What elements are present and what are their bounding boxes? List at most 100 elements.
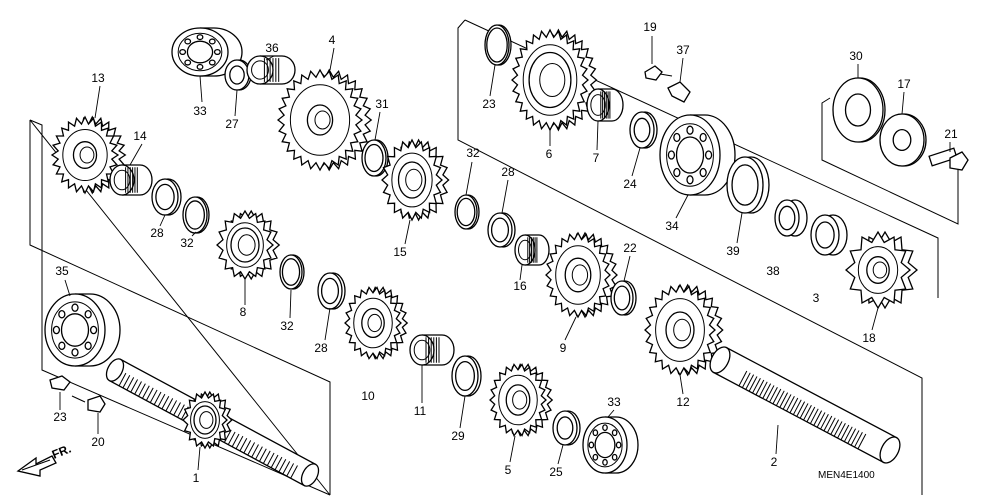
leader-line-33	[199, 75, 203, 103]
leader-line-35	[64, 279, 71, 297]
leader-line-13	[94, 85, 101, 119]
leader-line-37	[679, 57, 684, 83]
callout-33: 33	[193, 104, 207, 118]
callout-34: 34	[665, 219, 679, 233]
bushing-11-part	[409, 334, 455, 366]
callout-7: 7	[593, 151, 600, 165]
gear-10-part	[344, 286, 409, 360]
gear-4-part	[276, 68, 373, 172]
thrust-washer-28c-part	[487, 212, 516, 248]
parts-layer	[44, 24, 969, 487]
gear-15-part	[381, 138, 450, 222]
drive-sprocket-frame	[821, 97, 959, 225]
leader-line-5	[509, 435, 516, 463]
callout-14: 14	[133, 129, 147, 143]
callout-25: 25	[549, 465, 563, 479]
leader-line-14	[129, 143, 143, 166]
leader-line-28	[324, 307, 331, 341]
leader-line-7	[596, 120, 599, 151]
leader-line-16	[519, 264, 523, 281]
leader-line-36	[265, 55, 275, 61]
snap-ring-32a-part	[182, 196, 210, 234]
leader-line-33	[607, 409, 615, 418]
oil-seal-39-part	[726, 156, 770, 214]
bolt-21-part	[928, 147, 969, 171]
mainshaft-group-frame	[29, 119, 331, 496]
callout-32: 32	[466, 146, 480, 160]
group-frames	[29, 19, 959, 496]
leader-line-9	[564, 316, 577, 341]
callout-23: 23	[53, 410, 67, 424]
snap-ring-32b-part	[279, 254, 305, 290]
leader-line-4	[329, 47, 335, 71]
callout-30: 30	[849, 49, 863, 63]
leader-line-18	[871, 307, 879, 331]
thrust-washer-29-part	[451, 355, 482, 397]
snap-ring-23a-part	[484, 24, 512, 66]
snap-ring-32c-part	[454, 194, 480, 230]
countershaft-2-part	[709, 346, 901, 464]
callout-32: 32	[280, 319, 294, 333]
callout-2: 2	[771, 455, 778, 469]
fixing-plate-30-part	[832, 77, 886, 143]
callout-32: 32	[180, 236, 194, 250]
set-plate-37-part	[667, 81, 691, 103]
callout-6: 6	[546, 147, 553, 161]
leader-line-12	[679, 374, 684, 395]
mainshaft-frame-outline	[29, 120, 331, 495]
callout-3: 3	[813, 291, 820, 305]
callout-9: 9	[560, 341, 567, 355]
callout-17: 17	[897, 77, 911, 91]
leader-line-22	[623, 255, 631, 282]
bearing-34-part	[659, 114, 736, 196]
leader-line-1	[197, 446, 201, 471]
thrust-washer-27-part	[224, 59, 252, 91]
leader-line-39	[736, 212, 743, 244]
leader-line-27	[234, 89, 238, 117]
gear-6-part	[511, 28, 598, 132]
callout-1: 1	[193, 471, 200, 485]
callout-10: 10	[361, 389, 375, 403]
needle-bearing-36-part	[246, 55, 296, 85]
leader-line-2	[775, 424, 779, 455]
leader-lines	[59, 36, 951, 471]
gear-8-part	[216, 209, 281, 281]
washer-23b-part	[49, 375, 71, 391]
leader-line-15	[404, 219, 411, 245]
leader-line-25	[557, 444, 564, 465]
callout-22: 22	[623, 241, 637, 255]
callout-33: 33	[607, 395, 621, 409]
callout-28: 28	[150, 226, 164, 240]
bolt-20-part	[71, 395, 106, 413]
countershaft-group-frame	[457, 19, 923, 495]
front-direction-label: FR.	[50, 442, 73, 462]
bolt-19-part	[644, 65, 673, 81]
callout-5: 5	[505, 463, 512, 477]
thrust-washer-24-part	[629, 111, 658, 149]
leader-line-32	[191, 231, 197, 237]
leader-line-31	[374, 111, 381, 141]
gear-12-part	[644, 283, 724, 377]
thrust-washer-28a-part	[151, 178, 182, 216]
callout-12: 12	[676, 395, 690, 409]
leader-line-17	[901, 91, 905, 115]
diagram-code: MEN4E1400	[818, 470, 875, 481]
callout-labels: 1314283283228101129352320133273643115322…	[53, 20, 958, 485]
callout-29: 29	[451, 429, 465, 443]
callout-27: 27	[225, 117, 239, 131]
callout-24: 24	[623, 177, 637, 191]
bearing-35-part	[44, 293, 121, 367]
callout-11: 11	[414, 404, 427, 418]
front-direction-arrow: FR.	[16, 442, 73, 477]
callout-35: 35	[55, 264, 69, 278]
bearing-33b-part	[582, 416, 639, 474]
callout-39: 39	[726, 244, 740, 258]
collar-38a-part	[774, 199, 808, 237]
callout-13: 13	[91, 71, 105, 85]
leader-line-24	[631, 147, 641, 177]
mainshaft-gear-1-part	[182, 390, 233, 450]
bushing-16-part	[514, 234, 550, 266]
plate-17-part	[879, 113, 927, 167]
collar-38b-part	[810, 214, 848, 256]
